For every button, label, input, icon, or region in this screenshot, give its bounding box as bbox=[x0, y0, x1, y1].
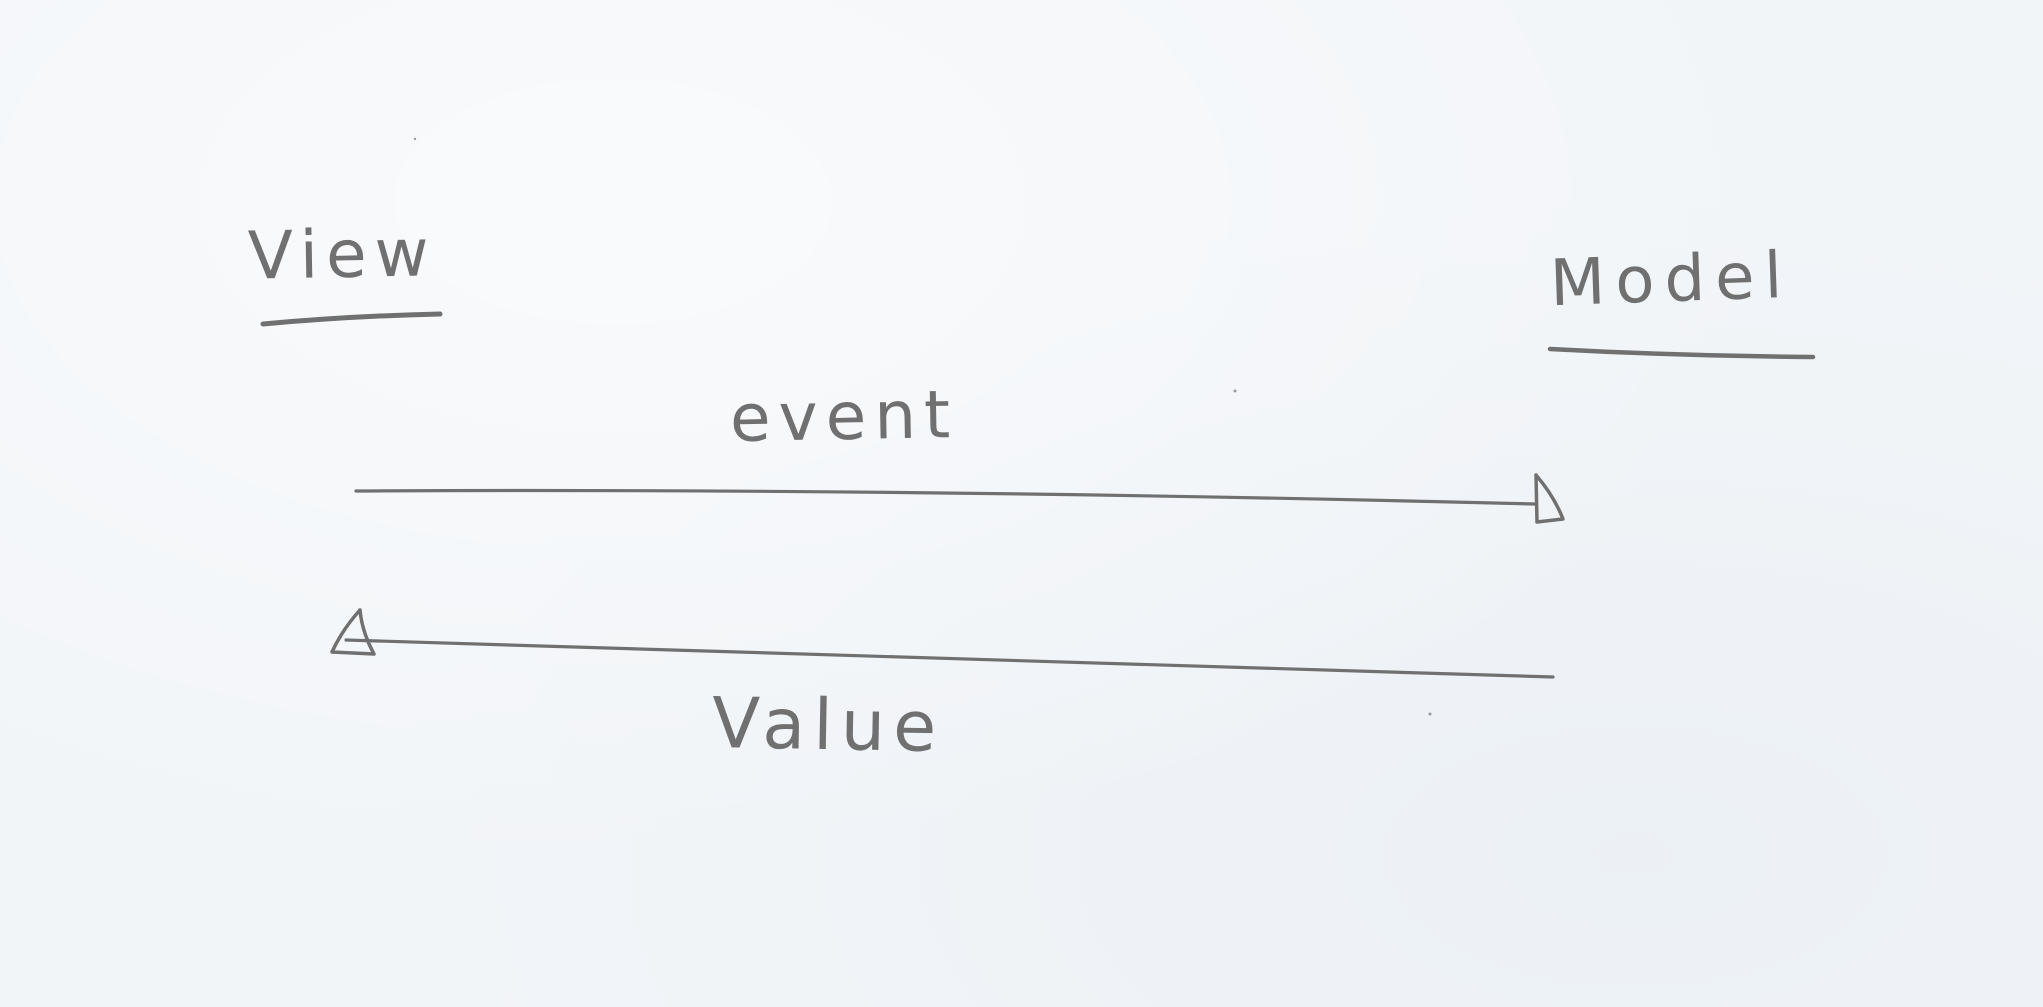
event-arrowhead bbox=[1534, 473, 1565, 524]
value-arrow-line bbox=[344, 638, 1555, 679]
value-edge-label: Value bbox=[711, 681, 945, 769]
view-node-label: View bbox=[247, 214, 438, 295]
value-arrowhead bbox=[330, 608, 376, 656]
paper-speck bbox=[1233, 389, 1237, 393]
view-underline bbox=[260, 311, 443, 327]
model-underline bbox=[1547, 346, 1816, 360]
event-arrow-line bbox=[354, 488, 1537, 506]
event-edge-label: event bbox=[729, 376, 959, 457]
paper-speck bbox=[1428, 712, 1432, 716]
model-node-label: Model bbox=[1548, 238, 1794, 322]
paper-speck bbox=[413, 137, 417, 141]
